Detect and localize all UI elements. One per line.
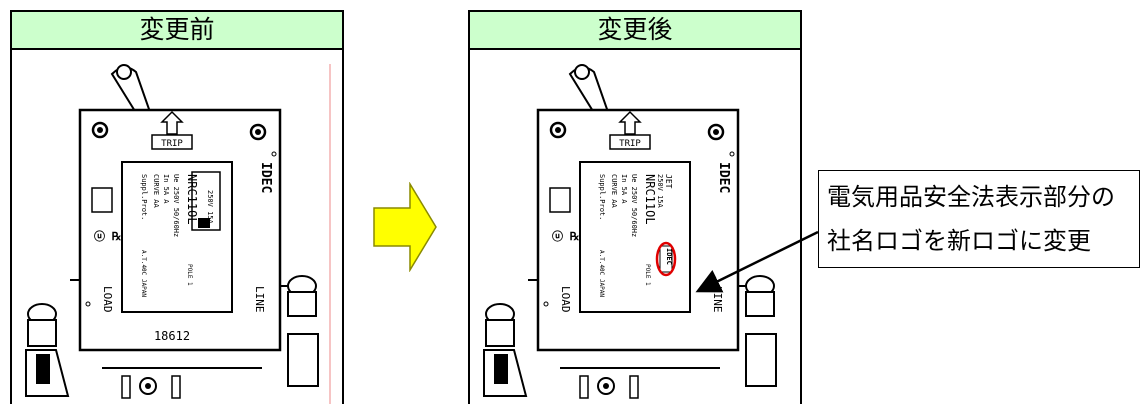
- before-panel: 変更前 TRIP IDEC 250V 1: [10, 10, 344, 404]
- ul-mark-icon: ⓤ ℞: [552, 229, 580, 243]
- line-terminal-icon: [287, 275, 319, 387]
- load-terminal-icon: [483, 303, 528, 397]
- after-device-drawing: TRIP IDEC JET 250V 15A IDEC NRC11OL Ue 2…: [470, 50, 800, 404]
- callout-line-1: 電気用品安全法表示部分の: [827, 183, 1115, 211]
- highlight-ring: [655, 241, 677, 277]
- svg-text:Ue 250V 50/60Hz: Ue 250V 50/60Hz: [630, 174, 638, 237]
- model-label: NRC11OL: [185, 174, 199, 225]
- trip-arrow-icon: [618, 110, 642, 135]
- new-logo-label: IDEC: [665, 248, 673, 265]
- before-device-drawing: TRIP IDEC 250V 15A NRC11OL Ue 250V 50/60…: [12, 50, 342, 404]
- svg-text:POLE 1: POLE 1: [644, 264, 651, 286]
- svg-text:Suppl.Prot.: Suppl.Prot.: [140, 174, 148, 220]
- svg-text:Ue 250V 50/60Hz: Ue 250V 50/60Hz: [172, 174, 180, 237]
- after-panel: 変更後 TRIP IDEC JET 250V 15A: [468, 10, 802, 404]
- ul-mark-icon: ⓤ ℞: [94, 229, 122, 243]
- svg-text:250V 15A: 250V 15A: [206, 190, 214, 225]
- breaker-drawing-after: TRIP IDEC JET 250V 15A IDEC NRC11OL Ue 2…: [483, 64, 777, 399]
- serial-label: 18612: [154, 329, 190, 343]
- after-panel-title: 変更後: [470, 12, 800, 50]
- svg-text:In 5A A: In 5A A: [620, 174, 628, 204]
- svg-text:POLE 1: POLE 1: [186, 264, 193, 286]
- line-label: LINE: [711, 286, 724, 313]
- trip-arrow-icon: [160, 110, 184, 135]
- before-panel-title: 変更前: [12, 12, 342, 50]
- model-label: NRC11OL: [643, 174, 657, 225]
- trip-label: TRIP: [161, 139, 183, 149]
- svg-text:CURVE AA: CURVE AA: [610, 174, 618, 209]
- callout-line-2: 社名ロゴを新ロゴに変更: [827, 227, 1091, 255]
- load-label: LOAD: [559, 286, 572, 313]
- brand-label: IDEC: [716, 162, 731, 193]
- callout-box: 電気用品安全法表示部分の 社名ロゴを新ロゴに変更: [818, 170, 1140, 268]
- breaker-drawing-before: TRIP IDEC 250V 15A NRC11OL Ue 250V 50/60…: [25, 64, 331, 404]
- trip-label: TRIP: [619, 139, 641, 149]
- svg-text:CURVE AA: CURVE AA: [152, 174, 160, 209]
- svg-text:A.T.40C JAPAN: A.T.40C JAPAN: [140, 250, 147, 297]
- load-label: LOAD: [101, 286, 114, 313]
- svg-text:A.T.40C JAPAN: A.T.40C JAPAN: [598, 250, 605, 297]
- svg-text:JET: JET: [664, 174, 673, 189]
- svg-text:In 5A A: In 5A A: [162, 174, 170, 204]
- load-terminal-icon: [25, 303, 70, 397]
- svg-text:250V 15A: 250V 15A: [656, 174, 664, 209]
- line-label: LINE: [253, 286, 266, 313]
- line-terminal-icon: [745, 275, 777, 387]
- brand-label: IDEC: [258, 162, 273, 193]
- svg-text:Suppl.Prot.: Suppl.Prot.: [598, 174, 606, 220]
- change-arrow-icon: [373, 182, 437, 272]
